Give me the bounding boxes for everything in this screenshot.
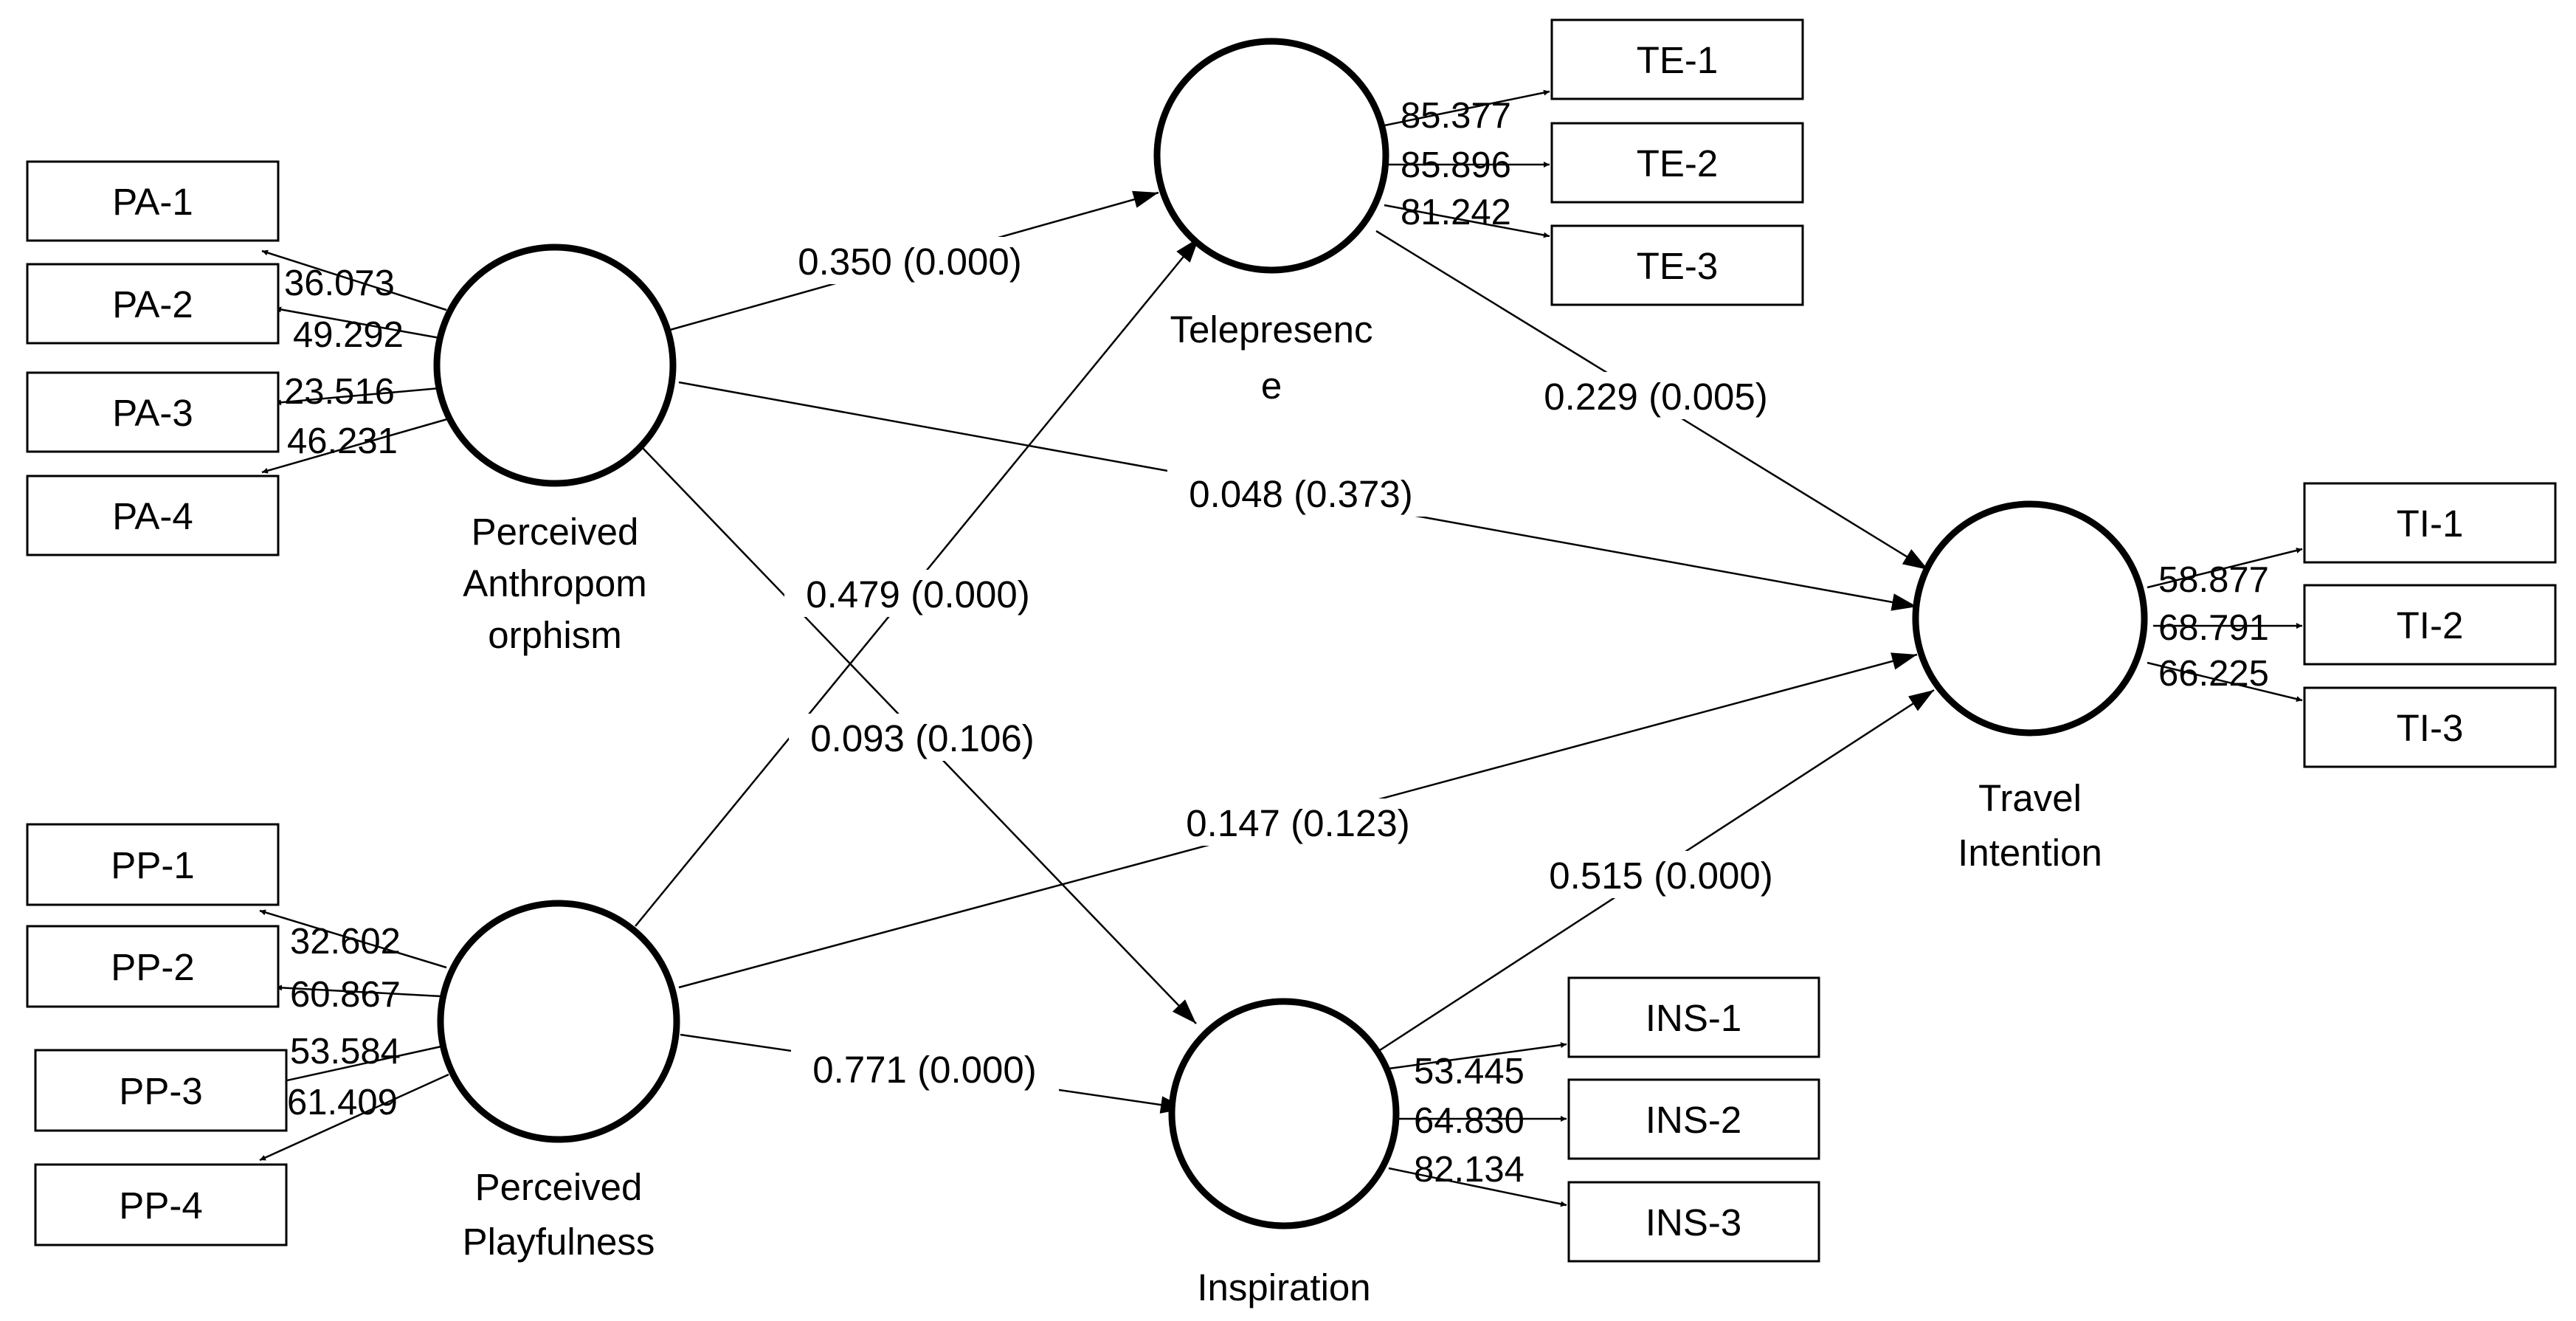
indicator-box-ins-1 — [1567, 976, 1820, 1058]
loading-pa-4: 46.231 — [287, 421, 398, 461]
measurement-ins: INS-1 INS-2 INS-3 53.445 64.830 82.134 — [1388, 976, 1820, 1263]
indicator-name-pa-2: PA-2 — [112, 283, 193, 325]
construct-pa-circle — [433, 244, 677, 487]
path-pa-te-label: 0.350 (0.000) — [798, 241, 1021, 283]
indicator-name-pp-4: PP-4 — [119, 1184, 202, 1227]
path-ins-ti-label: 0.515 (0.000) — [1549, 855, 1772, 897]
measurement-te: TE-1 TE-2 TE-3 85.377 85.896 81.242 — [1384, 18, 1804, 306]
path-pa-ti-label: 0.048 (0.373) — [1189, 473, 1412, 515]
path-pp-ti-label: 0.147 (0.123) — [1186, 802, 1409, 844]
construct-labels: Perceived Anthropom orphism Perceived Pl… — [463, 308, 2102, 1308]
path-pp-te-label: 0.479 (0.000) — [806, 573, 1029, 615]
loading-pp-2: 60.867 — [290, 975, 401, 1015]
indicator-name-ti-2: TI-2 — [2397, 604, 2464, 646]
measurement-pp: PP-1 PP-2 PP-3 PP-4 32.602 60.867 53.584… — [26, 823, 449, 1246]
indicator-name-pa-1: PA-1 — [112, 181, 193, 223]
path-labels: 0.350 (0.000) 0.048 (0.373) 0.479 (0.000… — [776, 237, 1795, 1092]
construct-pp-label-line-2: Playfulness — [463, 1221, 655, 1263]
indicator-box-pp-1 — [26, 823, 280, 906]
loading-pa-1: 36.073 — [284, 263, 395, 303]
indicator-name-ins-2: INS-2 — [1646, 1099, 1741, 1141]
loading-te-1: 85.377 — [1401, 96, 1511, 136]
indicator-box-te-3 — [1550, 224, 1804, 306]
loading-pp-1: 32.602 — [290, 922, 401, 962]
indicator-name-ins-1: INS-1 — [1646, 997, 1741, 1039]
indicator-name-pp-1: PP-1 — [111, 844, 194, 886]
indicator-name-ti-3: TI-3 — [2397, 707, 2464, 749]
indicator-box-pa-3 — [26, 371, 280, 453]
indicator-box-pa-1 — [26, 160, 280, 242]
measurement-pa: PA-1 PA-2 PA-3 PA-4 36.073 49.292 23.516… — [26, 160, 448, 556]
construct-pp-circle — [437, 900, 680, 1143]
indicator-name-te-2: TE-2 — [1637, 142, 1719, 184]
indicator-box-ins-3 — [1567, 1181, 1820, 1263]
indicator-box-ins-2 — [1567, 1078, 1820, 1160]
indicator-box-ti-3 — [2303, 686, 2557, 768]
indicator-box-pp-3 — [34, 1049, 288, 1132]
construct-te-label-line-1: Telepresenc — [1170, 308, 1373, 351]
indicator-name-pp-3: PP-3 — [119, 1070, 202, 1112]
loading-pa-3: 23.516 — [284, 372, 395, 412]
construct-te-label-line-2: e — [1261, 365, 1282, 407]
construct-ti-label-line-2: Intention — [1958, 832, 2102, 874]
loading-ins-1: 53.445 — [1414, 1052, 1524, 1091]
loading-ins-3: 82.134 — [1414, 1150, 1524, 1190]
indicator-box-pp-2 — [26, 925, 280, 1008]
construct-pa-label-line-3: orphism — [488, 614, 621, 656]
construct-pp-label-line-1: Perceived — [475, 1166, 643, 1208]
path-te-ti-label: 0.229 (0.005) — [1544, 376, 1767, 418]
indicator-box-pa-4 — [26, 475, 280, 556]
measurement-ti: TI-1 TI-2 TI-3 58.877 68.791 66.225 — [2147, 482, 2557, 768]
loading-te-3: 81.242 — [1401, 193, 1511, 232]
path-pa-ins-label: 0.093 (0.106) — [810, 717, 1034, 759]
indicator-name-pa-3: PA-3 — [112, 392, 193, 434]
indicator-box-te-2 — [1550, 122, 1804, 204]
construct-pa-label-line-2: Anthropom — [463, 562, 646, 604]
indicator-name-te-1: TE-1 — [1637, 39, 1719, 81]
construct-pa-label-line-1: Perceived — [472, 511, 639, 553]
indicator-name-te-3: TE-3 — [1637, 245, 1719, 287]
path-pp-ins-label: 0.771 (0.000) — [812, 1049, 1036, 1091]
indicator-box-ti-1 — [2303, 482, 2557, 564]
constructs — [433, 38, 2148, 1229]
indicator-name-ins-3: INS-3 — [1646, 1201, 1741, 1244]
indicator-box-pp-4 — [34, 1163, 288, 1246]
indicator-name-ti-1: TI-1 — [2397, 503, 2464, 545]
loading-pp-3: 53.584 — [290, 1032, 401, 1072]
loading-te-2: 85.896 — [1401, 145, 1511, 185]
construct-ti-circle — [1912, 500, 2148, 737]
indicator-box-ti-2 — [2303, 584, 2557, 666]
loading-ins-2: 64.830 — [1414, 1101, 1524, 1141]
construct-ins-label-line-1: Inspiration — [1197, 1266, 1370, 1308]
indicator-name-pp-2: PP-2 — [111, 946, 194, 988]
indicator-name-pa-4: PA-4 — [112, 495, 193, 537]
loading-pp-4: 61.409 — [287, 1083, 398, 1122]
construct-ins-circle — [1168, 998, 1400, 1229]
loading-ti-3: 66.225 — [2158, 654, 2269, 694]
construct-ti-label-line-1: Travel — [1978, 777, 2082, 819]
loading-pa-2: 49.292 — [293, 315, 404, 355]
indicator-box-pa-2 — [26, 263, 280, 345]
loading-ti-1: 58.877 — [2158, 560, 2269, 600]
loading-ti-2: 68.791 — [2158, 608, 2269, 648]
indicator-box-te-1 — [1550, 18, 1804, 100]
construct-te-circle — [1153, 38, 1389, 274]
